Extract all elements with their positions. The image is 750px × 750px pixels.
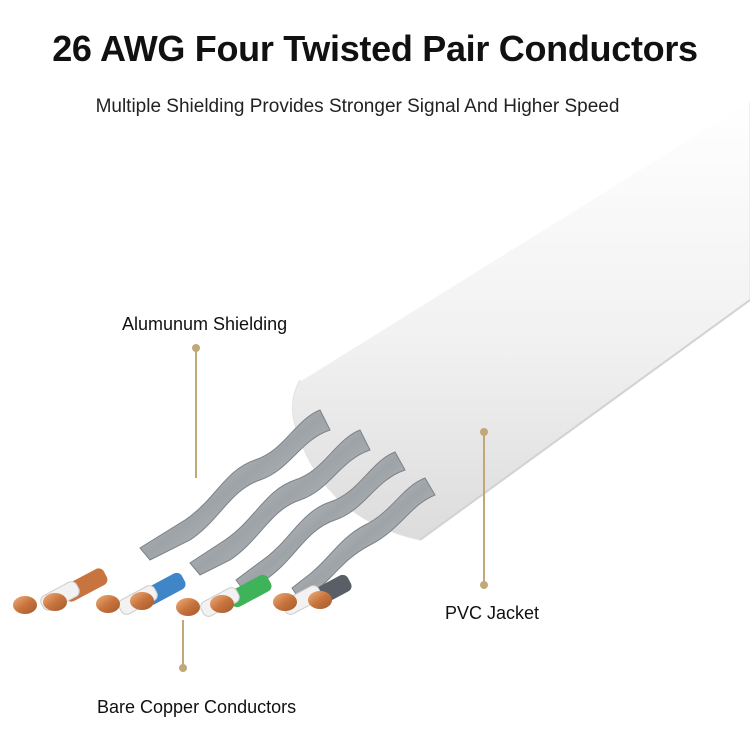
shielded-pairs [139,409,436,601]
copper-tips [13,591,332,616]
leader-lines [179,344,488,672]
page-title: 26 AWG Four Twisted Pair Conductors [52,28,698,69]
label-alumunum-shielding: Alumunum Shielding [122,314,288,334]
label-bare-copper-conductors: Bare Copper Conductors [97,697,297,717]
page-subtitle: Multiple Shielding Provides Stronger Sig… [95,96,620,117]
pvc-jacket [292,98,750,541]
label-pvc-jacket: PVC Jacket [445,603,540,623]
